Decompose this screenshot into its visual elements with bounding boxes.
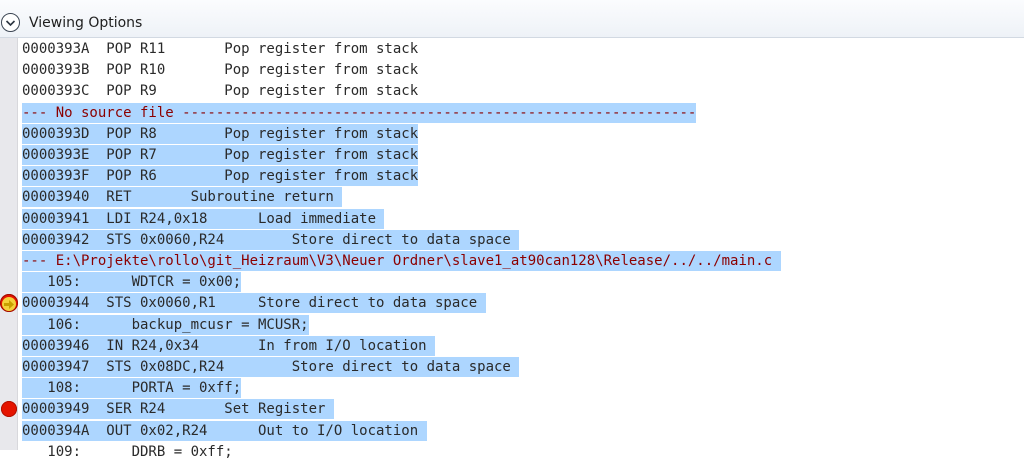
disassembly-line[interactable]: 109: DDRB = 0xff; <box>22 443 233 460</box>
breakpoint-icon[interactable] <box>0 399 18 419</box>
disassembly-line[interactable]: 108: PORTA = 0xff; <box>22 378 242 399</box>
disassembly-line[interactable]: 0000393E POP R7 Pop register from stack <box>22 145 419 165</box>
disassembly-line[interactable]: 106: backup_mcusr = MCUSR; <box>22 314 309 335</box>
disassembly-line[interactable]: 00003941 LDI R24,0x18 Load immediate <box>22 208 385 229</box>
disassembly-line[interactable]: 0000393B POP R10 Pop register from stack <box>22 62 419 79</box>
source-file-line[interactable]: --- No source file ---------------------… <box>22 102 697 123</box>
disassembly-line[interactable]: 0000393A POP R11 Pop register from stack <box>22 41 419 57</box>
disassembly-view[interactable]: 0000393A POP R11 Pop register from stack… <box>0 38 1024 460</box>
disassembly-line[interactable]: 00003949 SER R24 Set Register <box>22 399 334 420</box>
disassembly-line[interactable]: 00003944 STS 0x0060,R1 Store direct to d… <box>22 293 486 314</box>
disassembly-line[interactable]: 0000393F POP R6 Pop register from stack <box>22 166 419 187</box>
disassembly-line[interactable]: 00003946 IN R24,0x34 In from I/O locatio… <box>22 335 436 356</box>
disassembly-line[interactable]: 00003942 STS 0x0060,R24 Store direct to … <box>22 229 520 250</box>
disassembly-line[interactable]: 00003947 STS 0x08DC,R24 Store direct to … <box>22 357 520 377</box>
viewing-options-header[interactable]: Viewing Options <box>0 0 1024 38</box>
disassembly-line[interactable]: 0000393D POP R8 Pop register from stack <box>22 123 419 144</box>
breakpoint-current-instruction-icon[interactable] <box>0 293 18 313</box>
breakpoint-gutter[interactable] <box>0 38 18 450</box>
disassembly-line[interactable]: 105: WDTCR = 0x00; <box>22 272 242 293</box>
chevron-down-icon[interactable] <box>1 13 20 32</box>
disassembly-line[interactable]: 0000394A OUT 0x02,R24 Out to I/O locatio… <box>22 420 427 441</box>
source-file-line[interactable]: --- E:\Projekte\rollo\git_Heizraum\V3\Ne… <box>22 251 781 271</box>
disassembly-line[interactable]: 0000393C POP R9 Pop register from stack <box>22 83 419 100</box>
disassembly-line[interactable]: 00003940 RET Subroutine return <box>22 187 343 208</box>
viewing-options-label: Viewing Options <box>29 15 143 31</box>
